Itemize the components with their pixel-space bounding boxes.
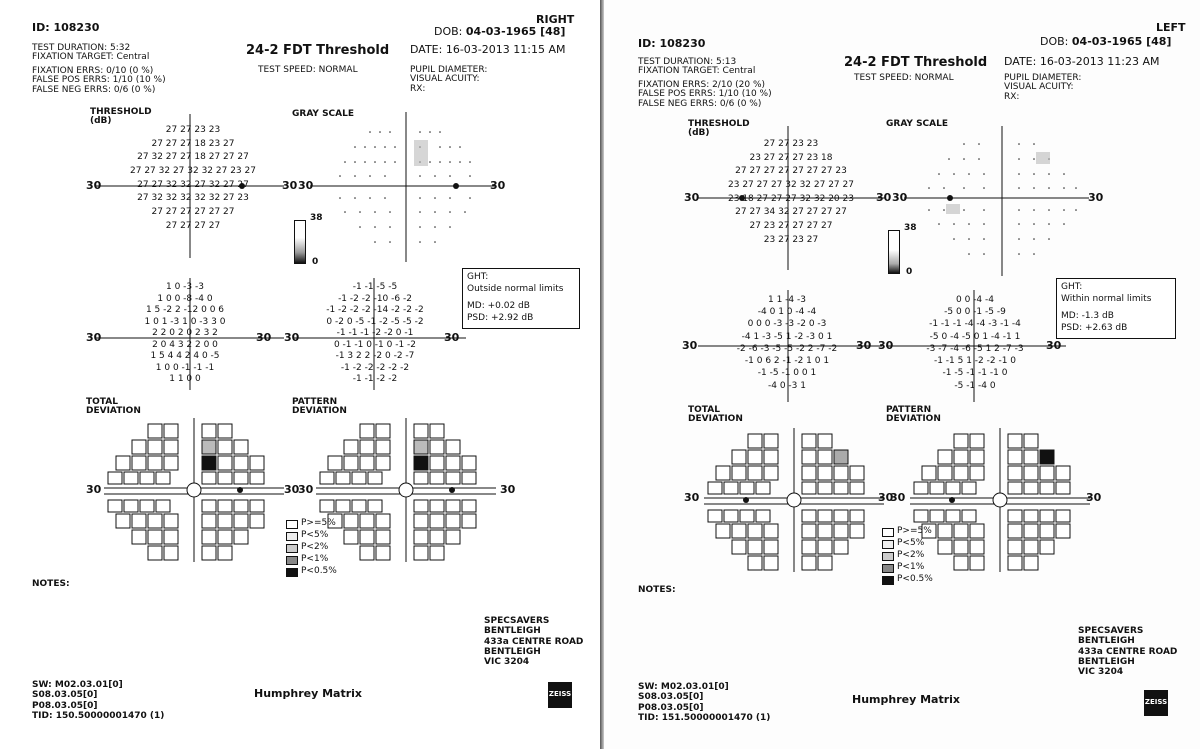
test-name: 24-2 FDT Threshold [246, 43, 390, 58]
axis-tick-right: 30 [1046, 339, 1062, 352]
axis-tick-left: 30 [284, 331, 300, 344]
axis-tick-left: 30 [892, 191, 908, 204]
zeiss-logo: ZEISS [548, 682, 572, 708]
axis-tick-left: 30 [684, 191, 700, 204]
threshold-label: THRESHOLD(dB) [90, 107, 152, 127]
pupil-info: PUPIL DIAMETER: VISUAL ACUITY: RX: [1004, 73, 1082, 102]
eye-label: RIGHT [536, 13, 575, 26]
test-speed: TEST SPEED: NORMAL [854, 73, 954, 83]
axis-tick-left: 30 [86, 483, 102, 496]
axis-tick-right: 30 [1086, 491, 1102, 504]
axis-tick-right: 30 [444, 331, 460, 344]
scale-max: 38 [904, 223, 917, 233]
axis-tick-right: 30 [284, 483, 300, 496]
gray-scale-bar [294, 220, 306, 264]
axis-tick-right: 30 [1088, 191, 1104, 204]
test-date: DATE: 16-03-2013 11:15 AM [410, 43, 566, 56]
test-info: TEST DURATION: 5:32 FIXATION TARGET: Cen… [32, 43, 166, 95]
total-deviation-probability-map [104, 418, 284, 562]
axis-tick-left: 30 [298, 179, 314, 192]
grayscale-plot [904, 126, 1089, 276]
test-date: DATE: 16-03-2013 11:23 AM [1004, 55, 1160, 68]
software-version: SW: M02.03.01[0] S08.03.05[0] P08.03.05[… [638, 682, 771, 724]
axis-tick-right: 30 [876, 191, 892, 204]
axis-tick-left: 30 [878, 339, 894, 352]
total-deviation-numeric-plot [96, 278, 284, 390]
right-eye-report: ID: 108230 RIGHT DOB: 04-03-1965 [48] TE… [32, 13, 584, 722]
total-deviation-values: 1 0 -3 -3 1 0 0 -8 -4 0 1 5 -2 2 -12 0 0… [144, 282, 226, 385]
grayscale-label: GRAY SCALE [292, 109, 355, 119]
scale-min: 0 [906, 267, 913, 277]
threshold-plot [96, 114, 284, 258]
pattern-deviation-values: -1 -1 -5 -5 -1 -2 -2 -10 -6 -2 -1 -2 -2 … [326, 282, 424, 385]
axis-tick-left: 30 [298, 483, 314, 496]
threshold-plot [698, 126, 886, 270]
gray-scale-bar [888, 230, 900, 274]
notes-label: NOTES: [638, 585, 676, 595]
axis-tick-left: 30 [86, 179, 102, 192]
axis-tick-right: 30 [282, 179, 298, 192]
axis-tick-left: 30 [86, 331, 102, 344]
threshold-values: 27 27 23 23 23 27 27 27 23 18 27 27 27 2… [728, 139, 854, 245]
probability-legend: P>=5% P<5% P<2% P<1% P<0.5% [882, 526, 933, 586]
test-info: TEST DURATION: 5:13 FIXATION TARGET: Cen… [638, 57, 772, 109]
axis-tick-right: 30 [856, 339, 872, 352]
ght-box: GHT: Within normal limits MD: -1.3 dB PS… [1056, 278, 1176, 339]
eye-label: LEFT [1156, 21, 1186, 34]
axis-tick-right: 30 [878, 491, 894, 504]
scale-min: 0 [312, 257, 319, 267]
software-version: SW: M02.03.01[0] S08.03.05[0] P08.03.05[… [32, 680, 165, 722]
total-deviation-numeric-plot [698, 290, 882, 402]
grayscale-plot [310, 112, 495, 262]
patient-id: ID: 108230 [32, 21, 100, 34]
page-divider [600, 0, 604, 749]
threshold-label: THRESHOLD(dB) [688, 119, 750, 139]
ght-box: GHT: Outside normal limits MD: +0.02 dB … [462, 268, 580, 329]
total-deviation-probability-map [704, 428, 884, 572]
pupil-info: PUPIL DIAMETER: VISUAL ACUITY: RX: [410, 65, 488, 94]
device-name: Humphrey Matrix [254, 687, 363, 700]
pattern-deviation-values: 0 0 -4 -4 -5 0 0 -1 -5 -9 -1 -1 -1 -4 -4… [926, 295, 1024, 391]
device-name: Humphrey Matrix [852, 693, 961, 706]
scale-max: 38 [310, 213, 323, 223]
zeiss-logo: ZEISS [1144, 690, 1168, 716]
patient-id: ID: 108230 [638, 37, 706, 50]
threshold-values: 27 27 23 23 27 27 27 18 23 27 27 32 27 2… [130, 125, 256, 231]
grayscale-label: GRAY SCALE [886, 119, 949, 129]
left-eye-report: ID: 108230 LEFT DOB: 04-03-1965 [48] TES… [604, 0, 1200, 749]
clinic-address: SPECSAVERS BENTLEIGH 433a CENTRE ROAD BE… [484, 616, 584, 668]
axis-tick-right: 30 [490, 179, 506, 192]
axis-tick-left: 30 [682, 339, 698, 352]
dob: DOB: 04-03-1965 [48] [1040, 35, 1172, 48]
total-deviation-values: 1 1 -4 -3 -4 0 1 0 -4 -4 0 0 0 -3 -3 -2 … [736, 295, 838, 391]
pattern-deviation-probability-map [910, 428, 1090, 572]
axis-tick-left: 30 [684, 491, 700, 504]
probability-legend: P>=5% P<5% P<2% P<1% P<0.5% [286, 518, 337, 578]
test-name: 24-2 FDT Threshold [844, 55, 988, 70]
test-speed: TEST SPEED: NORMAL [258, 65, 358, 75]
axis-tick-left: 30 [890, 491, 906, 504]
notes-label: NOTES: [32, 579, 70, 589]
axis-tick-right: 30 [256, 331, 272, 344]
axis-tick-right: 30 [500, 483, 516, 496]
dob: DOB: 04-03-1965 [48] [434, 25, 566, 38]
pattern-deviation-numeric-plot [294, 278, 466, 390]
pattern-deviation-probability-map [316, 418, 496, 562]
clinic-address: SPECSAVERS BENTLEIGH 433a CENTRE ROAD BE… [1078, 626, 1178, 678]
pattern-deviation-numeric-plot [886, 290, 1066, 402]
